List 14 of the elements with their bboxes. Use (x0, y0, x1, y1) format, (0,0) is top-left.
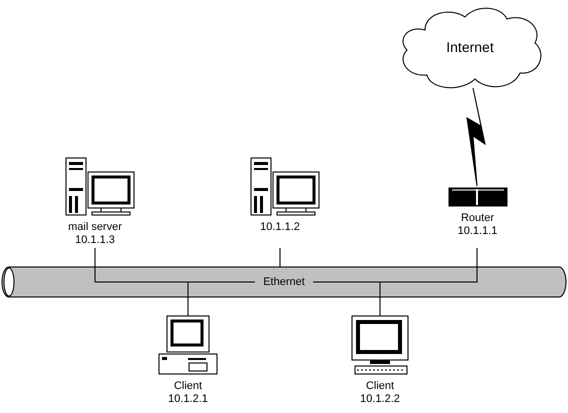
device-name: Client (364, 380, 396, 393)
wan-lightning-link (466, 88, 486, 186)
ethernet-bus (2, 267, 566, 297)
network-link (476, 248, 478, 268)
ip-address: 10.1.2.1 (167, 393, 209, 406)
network-link (94, 248, 96, 268)
ip-address: 10.1.1.3 (74, 234, 116, 247)
cloud-label: Internet (445, 39, 495, 55)
device-name: Router (460, 212, 496, 225)
device-name: mail server (67, 221, 123, 234)
ip-address: 10.1.2.2 (359, 393, 401, 406)
ip-address: 10.1.1.2 (259, 221, 301, 234)
ip-address: 10.1.1.1 (456, 225, 498, 238)
device-name: Client (172, 380, 204, 393)
